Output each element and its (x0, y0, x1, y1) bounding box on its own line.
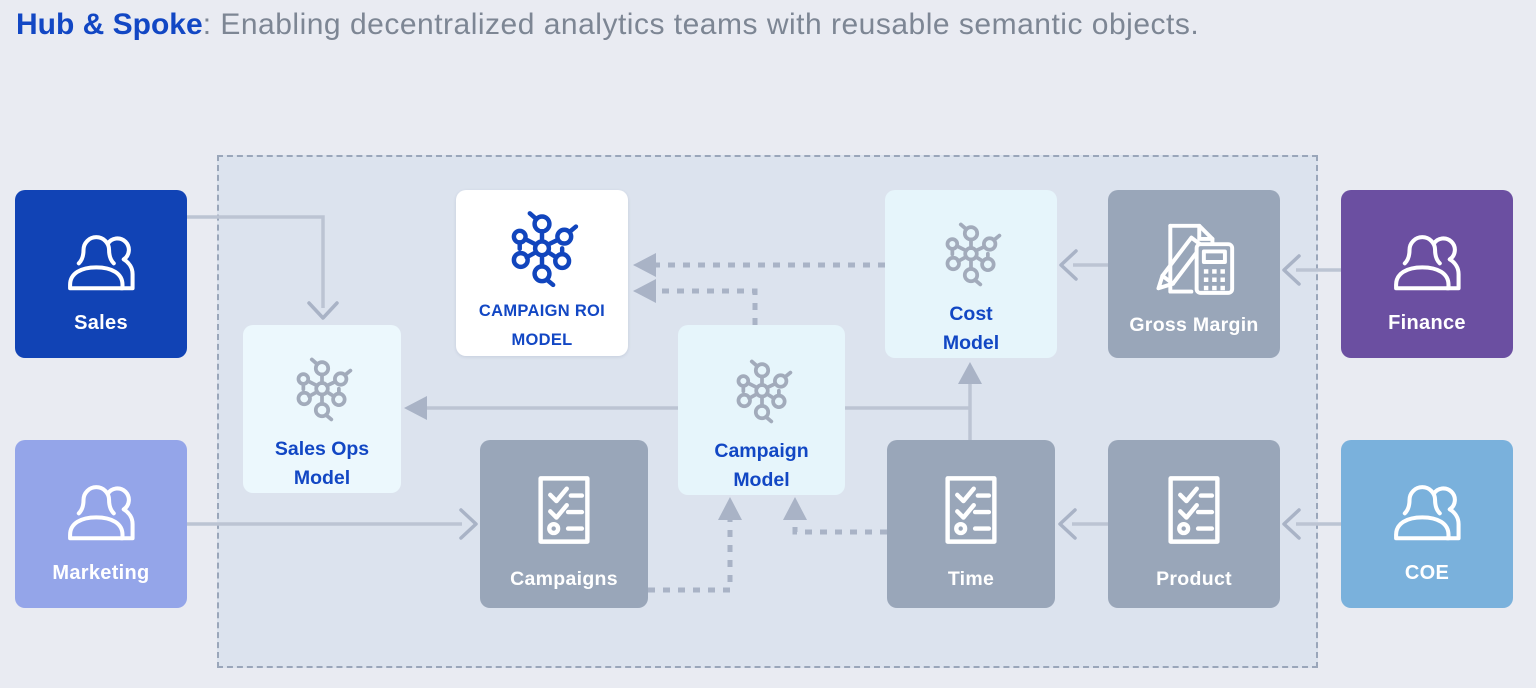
arrowhead-up-icon (718, 497, 742, 520)
dashed-arrow-campaignmodel-to-roi (655, 288, 758, 325)
arrowhead-left-icon (633, 279, 656, 303)
node-product: Product (1108, 440, 1280, 608)
arrowhead-up-icon (783, 497, 807, 520)
arrowhead-right-icon (459, 508, 478, 540)
node-sales: Sales (15, 190, 187, 358)
arrowhead-left-icon (1282, 508, 1301, 540)
node-label: Finance (1388, 312, 1466, 334)
node-label: Campaign Model (714, 439, 809, 491)
people-icon (1384, 220, 1470, 300)
title-rest: : Enabling decentralized analytics teams… (202, 8, 1200, 41)
dashed-arrow-campaigns-to-campaignmodel (648, 517, 733, 593)
node-label: Cost Model (942, 302, 1000, 354)
arrowhead-left-icon (1058, 508, 1077, 540)
node-marketing: Marketing (15, 440, 187, 608)
arrowhead-up-icon (958, 362, 982, 384)
node-finance: Finance (1341, 190, 1513, 358)
node-label: Campaigns (510, 568, 618, 590)
arrow-sales-to-salesops (187, 215, 325, 308)
node-time: Time (887, 440, 1055, 608)
title-lead: Hub & Spoke (16, 8, 203, 41)
model-network-icon (498, 208, 586, 289)
arrowhead-left-icon (1282, 254, 1301, 286)
arrowhead-left-icon (633, 253, 656, 277)
node-label: Marketing (52, 562, 150, 584)
node-label: Product (1156, 568, 1232, 590)
page-title: Hub & Spoke: Enabling decentralized anal… (16, 8, 1199, 42)
node-cost-model: Cost Model (885, 190, 1057, 358)
node-label: Gross Margin (1129, 314, 1259, 336)
node-label: CAMPAIGN ROI MODEL (478, 301, 606, 350)
node-gross-margin: Gross Margin (1108, 190, 1280, 358)
checklist-icon (927, 466, 1015, 554)
node-campaign-model: Campaign Model (678, 325, 845, 495)
node-label: Sales Ops Model (274, 437, 370, 489)
node-sales-ops-model: Sales Ops Model (243, 325, 401, 493)
node-campaign-roi-model: CAMPAIGN ROI MODEL (456, 190, 628, 356)
people-icon (58, 220, 144, 300)
node-label: Time (947, 568, 995, 590)
model-network-icon (945, 222, 1002, 287)
model-network-icon (736, 359, 792, 424)
model-network-icon (296, 357, 353, 422)
pencil-calculator-icon (1156, 223, 1235, 295)
people-icon (58, 470, 144, 550)
checklist-icon (520, 466, 608, 554)
arrowhead-left-icon (404, 396, 427, 420)
arrowhead-down-icon (307, 301, 339, 320)
node-coe: COE (1341, 440, 1513, 608)
arrowhead-left-icon (1059, 249, 1078, 281)
checklist-icon (1150, 466, 1238, 554)
node-label: COE (1404, 562, 1450, 584)
dashed-arrow-time-to-campaignmodel (792, 517, 887, 535)
people-icon (1384, 470, 1470, 550)
node-campaigns: Campaigns (480, 440, 648, 608)
node-label: Sales (74, 312, 128, 334)
